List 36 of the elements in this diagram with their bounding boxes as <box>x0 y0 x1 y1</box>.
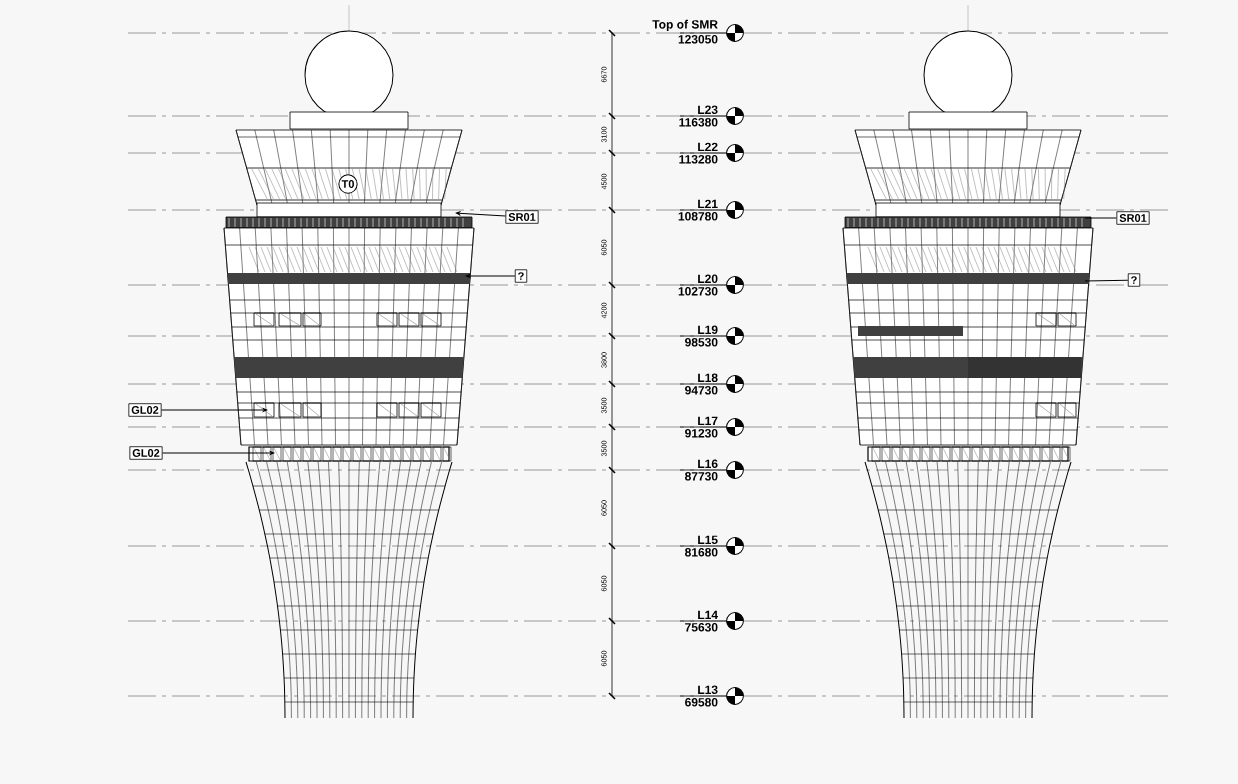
elevation-value: 91230 <box>685 429 718 438</box>
level-name: L19 <box>698 325 718 334</box>
tag-box: ? <box>1127 273 1141 287</box>
tag-box: SR01 <box>1116 211 1150 225</box>
tag-box: ? <box>514 269 528 283</box>
level-name: L21 <box>698 199 718 208</box>
tag-box: SR01 <box>505 210 539 224</box>
level-name: L20 <box>698 274 718 283</box>
level-name: L17 <box>698 416 718 425</box>
level-name: Top of SMR <box>652 19 718 31</box>
level-name: L18 <box>698 373 718 382</box>
elevation-value: 81680 <box>685 548 718 557</box>
tag-box: GL02 <box>129 446 163 460</box>
level-name: L13 <box>698 685 718 694</box>
elevation-value: 94730 <box>685 386 718 395</box>
leader-line <box>465 274 516 278</box>
leader-line <box>1084 217 1117 219</box>
elevation-value: 116380 <box>679 118 718 127</box>
level-name: L22 <box>698 142 718 151</box>
leader-line <box>1084 279 1129 282</box>
elevation-value: 108780 <box>678 212 718 221</box>
level-name: L23 <box>698 105 718 114</box>
elevation-value: 69580 <box>685 698 718 707</box>
leader-line <box>161 408 268 412</box>
elevation-value: 123050 <box>678 35 718 44</box>
leader-line <box>162 451 275 455</box>
leader-line <box>455 211 506 217</box>
elevation-value: 102730 <box>678 287 718 296</box>
level-name: L16 <box>698 459 718 468</box>
elevation-value: 87730 <box>685 472 718 481</box>
elevation-value: 113280 <box>679 155 718 164</box>
elevation-value: 75630 <box>685 623 718 632</box>
elevation-value: 98530 <box>685 338 718 347</box>
level-name: L15 <box>698 535 718 544</box>
tag-box: GL02 <box>128 403 162 417</box>
level-name: L14 <box>698 610 718 619</box>
